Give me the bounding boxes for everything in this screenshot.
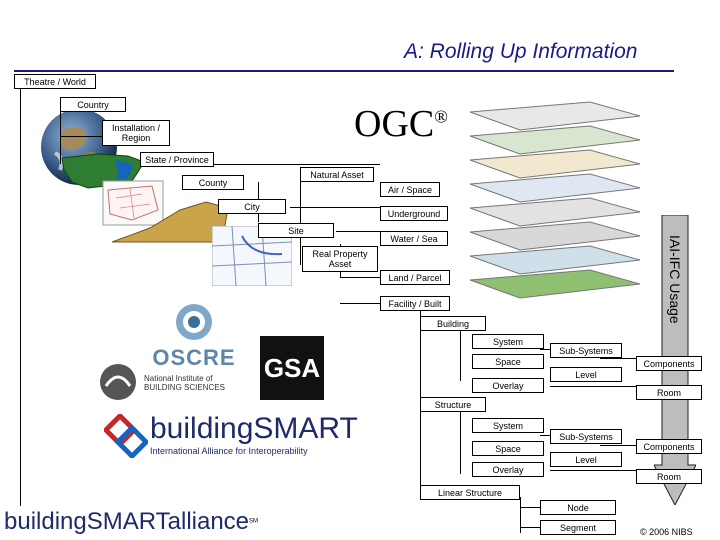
connector (210, 164, 380, 165)
buildingsmart-knot-icon (104, 414, 148, 458)
node-overlay-1: Overlay (472, 378, 544, 393)
buildingsmart-logo: buildingSMART International Alliance for… (104, 412, 358, 464)
node-real-property-asset: Real Property Asset (302, 246, 378, 272)
connector (460, 331, 461, 381)
connector (300, 175, 301, 265)
node-level-1: Level (550, 367, 622, 382)
connector (600, 358, 650, 359)
connector (20, 88, 21, 506)
oscre-logo: OSCRE (152, 302, 236, 370)
node-space-1: Space (472, 354, 544, 369)
node-level-2: Level (550, 452, 622, 467)
node-site: Site (258, 223, 334, 238)
node-system-2: System (472, 418, 544, 433)
connector (600, 445, 650, 446)
connector (550, 386, 650, 387)
node-subsystems-1: Sub-Systems (550, 343, 622, 358)
node-facility-built: Facility / Built (380, 296, 450, 311)
node-structure: Structure (420, 397, 486, 412)
node-natural-asset: Natural Asset (300, 167, 374, 182)
node-node: Node (540, 500, 616, 515)
node-installation-region: Installation / Region (102, 120, 170, 146)
nibs-logo: National Institute of BUILDING SCIENCES (98, 362, 248, 402)
map-layer (469, 173, 641, 203)
iai-usage-label: IAI-IFC Usage (667, 235, 683, 324)
node-theatre-world: Theatre / World (14, 74, 96, 89)
map-layer (469, 197, 641, 227)
connector (336, 231, 384, 232)
node-state-province: State / Province (140, 152, 214, 167)
connector (460, 412, 461, 474)
node-country: Country (60, 97, 126, 112)
node-air-space: Air / Space (380, 182, 440, 197)
title-rule (14, 70, 674, 72)
gsa-logo: GSA (260, 336, 324, 400)
node-system-1: System (472, 334, 544, 349)
node-linear-structure: Linear Structure (420, 485, 520, 500)
ogc-logo: OGC® (354, 103, 448, 145)
connector (550, 470, 650, 471)
map-layer (469, 245, 641, 275)
node-building: Building (420, 316, 486, 331)
copyright: © 2006 NIBS (640, 527, 693, 537)
node-segment: Segment (540, 520, 616, 535)
connector (520, 497, 521, 533)
node-subsystems-2: Sub-Systems (550, 429, 622, 444)
node-space-2: Space (472, 441, 544, 456)
map-layer (469, 149, 641, 179)
node-components-1: Components (636, 356, 702, 371)
map-layer (469, 101, 641, 131)
connector (290, 207, 386, 208)
node-city: City (218, 199, 286, 214)
page-title: A: Rolling Up Information (404, 40, 638, 63)
map-layer (469, 221, 641, 251)
layer-stack-image (469, 101, 641, 299)
map-layer (469, 125, 641, 155)
node-room-2: Room (636, 469, 702, 484)
node-components-2: Components (636, 439, 702, 454)
buildingsmart-alliance-logo: buildingSMARTallianceSM (4, 508, 259, 535)
node-land-parcel: Land / Parcel (380, 270, 450, 285)
node-underground: Underground (380, 206, 448, 221)
oscre-emblem-icon (176, 304, 212, 340)
connector (340, 277, 384, 278)
connector (540, 349, 552, 350)
node-room-1: Room (636, 385, 702, 400)
node-overlay-2: Overlay (472, 462, 544, 477)
nibs-emblem-icon (100, 364, 136, 400)
node-water-sea: Water / Sea (380, 231, 448, 246)
connector (340, 303, 384, 304)
state-map-image (102, 180, 164, 226)
map-layer (469, 269, 641, 299)
connector (540, 435, 552, 436)
node-county: County (182, 175, 244, 190)
connector (60, 136, 104, 137)
connector (60, 112, 61, 164)
connector (520, 527, 542, 528)
